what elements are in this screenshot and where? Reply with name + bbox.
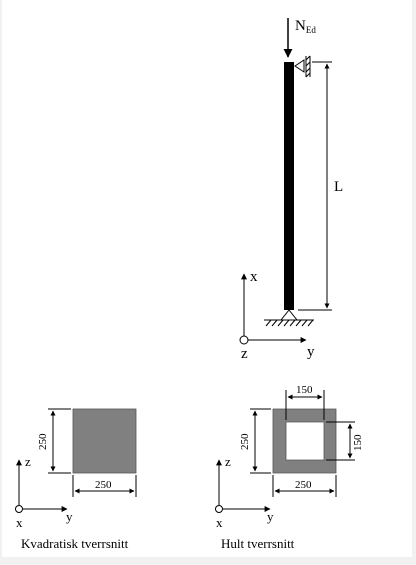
hollow-axis-x-label: x [216,515,223,530]
hollow-outer-width-label: 250 [295,479,312,491]
square-section-shape [72,408,137,474]
hollow-outer-height-label: 250 [239,433,251,450]
length-label: L [334,179,343,195]
top-lateral-support [294,55,311,78]
square-axis-x-label: x [16,515,23,530]
axis-y-label: y [307,344,315,360]
square-width-label: 250 [95,479,112,491]
hollow-inner-width-label: 150 [296,384,313,396]
hollow-inner-height-dimension [326,421,355,461]
load-label: NEd [295,18,316,35]
length-dimension [298,61,332,311]
square-caption: Kvadratisk tverrsnitt [21,536,129,551]
hollow-inner-width-dimension [285,390,325,420]
hollow-inner-height-label: 150 [352,434,364,451]
hollow-outer-width-dimension [272,475,337,497]
hollow-axis-z-label: z [225,454,231,469]
axis-x-label: x [250,269,258,285]
elevation-axes [239,273,307,345]
column-member [284,62,294,310]
square-axis-z-label: z [25,454,31,469]
square-axis-y-label: y [66,509,73,524]
hollow-section: 150 150 250 250 z y x Hult tverrsnitt [215,384,364,551]
figure-panel [2,0,412,557]
square-section: 250 250 z y x Kvadratisk tverrsnitt [15,408,137,551]
hollow-axes [215,459,271,513]
square-width-dimension [72,475,137,497]
bottom-pin-support [264,309,314,327]
square-axes [15,459,68,513]
hollow-axis-y-label: y [267,509,274,524]
hollow-section-shape [272,408,337,474]
axis-z-label: z [241,346,248,362]
hollow-caption: Hult tverrsnitt [221,536,295,551]
hollow-outer-height-dimension [250,408,271,474]
square-height-dimension [48,408,71,474]
column-elevation: NEd L [239,18,343,362]
square-height-label: 250 [37,433,49,450]
